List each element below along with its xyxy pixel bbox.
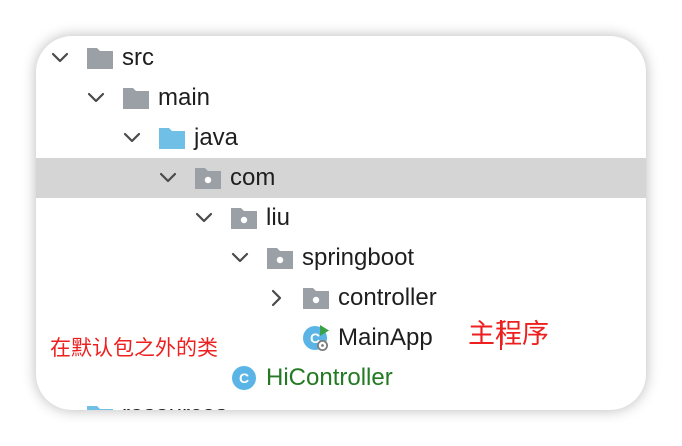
tree-item-hicontroller[interactable]: C HiController bbox=[36, 358, 646, 398]
chevron-right-icon[interactable] bbox=[266, 288, 286, 308]
package-icon bbox=[266, 246, 294, 270]
tree-item-label: liu bbox=[266, 204, 291, 231]
tree-item-label: HiController bbox=[266, 364, 393, 391]
chevron-down-icon[interactable] bbox=[86, 88, 106, 108]
svg-text:C: C bbox=[310, 330, 320, 346]
tree-item-label: com bbox=[230, 164, 276, 191]
tree-item-label: java bbox=[194, 124, 239, 151]
source-root-folder-icon bbox=[158, 126, 186, 150]
project-tree-panel: src main java com liu springboot control… bbox=[36, 36, 646, 410]
tree-item-label: MainApp bbox=[338, 324, 433, 351]
tree-item-src[interactable]: src bbox=[36, 38, 646, 78]
tree-item-mainapp[interactable]: C MainApp bbox=[36, 318, 646, 358]
tree-item-label: springboot bbox=[302, 244, 415, 271]
package-icon bbox=[302, 286, 330, 310]
svg-text:C: C bbox=[239, 370, 249, 386]
tree-item-java[interactable]: java bbox=[36, 118, 646, 158]
tree-item-main[interactable]: main bbox=[36, 78, 646, 118]
text-cursor bbox=[500, 320, 502, 350]
tree-item-resources[interactable]: resources bbox=[36, 398, 646, 410]
tree-item-com[interactable]: com bbox=[36, 158, 646, 198]
spring-boot-class-icon: C bbox=[303, 325, 329, 351]
tree-item-springboot[interactable]: springboot bbox=[36, 238, 646, 278]
chevron-down-icon[interactable] bbox=[158, 168, 178, 188]
tree-item-label: controller bbox=[338, 284, 437, 311]
chevron-down-icon[interactable] bbox=[230, 248, 250, 268]
chevron-down-icon[interactable] bbox=[122, 128, 142, 148]
package-icon bbox=[230, 206, 258, 230]
tree-item-label: main bbox=[158, 84, 211, 111]
tree-item-label: src bbox=[122, 44, 154, 71]
tree-item-controller[interactable]: controller bbox=[36, 278, 646, 318]
annotation-outside-default-package: 在默认包之外的类 bbox=[50, 336, 218, 360]
package-icon bbox=[194, 166, 222, 190]
folder-icon bbox=[122, 86, 150, 110]
class-icon: C bbox=[232, 366, 256, 390]
resources-folder-icon bbox=[86, 404, 114, 410]
folder-icon bbox=[86, 46, 114, 70]
tree-item-label: resources bbox=[122, 402, 227, 411]
tree-item-liu[interactable]: liu bbox=[36, 198, 646, 238]
chevron-down-icon[interactable] bbox=[194, 208, 214, 228]
chevron-down-icon[interactable] bbox=[50, 48, 70, 68]
annotation-main-program: 主程序 bbox=[468, 319, 549, 350]
